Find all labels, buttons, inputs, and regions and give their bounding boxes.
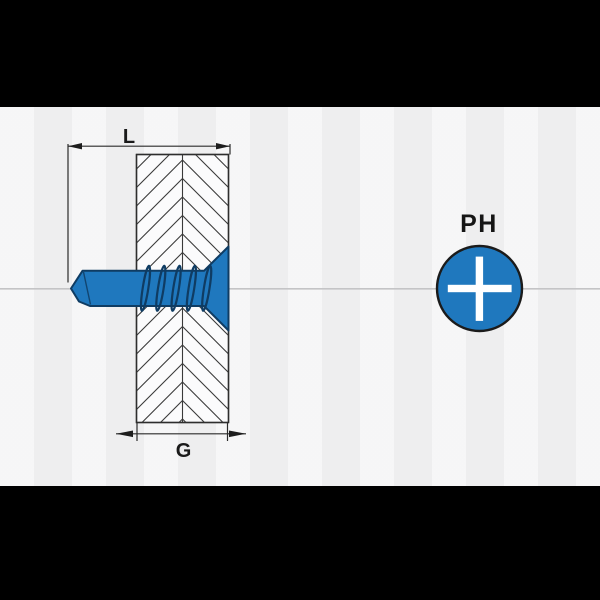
g-label: G [176,440,192,462]
l-label: L [123,126,135,148]
phillips-drive-view: PH [435,210,524,333]
letterbox-bottom [0,486,600,600]
arrowhead-right [229,430,246,438]
thread-crest [155,264,167,312]
diagram-stage: L G PH [0,107,600,486]
phillips-cross-center [472,281,487,296]
thread-crest [170,264,182,312]
arrowhead-left [68,143,82,150]
ph-label: PH [460,210,498,238]
arrowhead-left [116,430,133,438]
grip-dimension: G [116,422,246,462]
thread-crest [201,264,213,312]
drill-point-flute [82,271,92,305]
letterbox-top [0,0,600,107]
arrowhead-right [216,143,230,150]
technical-drawing: L G PH [0,126,600,462]
screw-body [70,245,230,332]
thread-crest [185,264,198,312]
screw-side-view [70,245,230,332]
length-dimension: L [67,126,231,283]
thread-crest [139,264,152,312]
